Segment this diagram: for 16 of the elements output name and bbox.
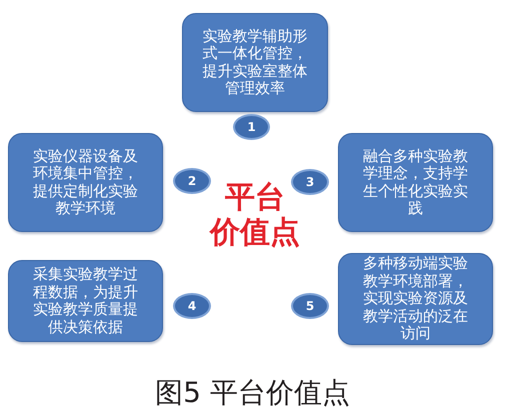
box-text: 实验教学辅助形式一体化管控，提升实验室整体管理效率 (202, 28, 308, 98)
figure-caption: 图5 平台价值点 (154, 376, 351, 410)
box-text: 实验仪器设备及环境集中管控，提供定制化实验教学环境 (32, 148, 139, 218)
rounded-box (338, 133, 493, 232)
box-text: 采集实验教学过程数据，为提升实验教学质量提供决策依据 (32, 266, 139, 336)
rounded-box (338, 253, 493, 345)
number-badge: 5 (291, 293, 329, 319)
number-badge: 2 (173, 168, 211, 194)
box-text: 多种移动端实验教学环境部署，实现实验资源及教学活动的泛在访问 (362, 255, 469, 343)
rounded-box (8, 133, 163, 232)
number-badge: 4 (173, 293, 211, 319)
rounded-box (182, 13, 328, 112)
number-badge: 3 (291, 169, 329, 195)
rounded-box (8, 260, 163, 342)
box-text: 融合多种实验教学理念，支持学生个性化实验实践 (362, 148, 469, 218)
number-badge: 1 (233, 114, 270, 140)
